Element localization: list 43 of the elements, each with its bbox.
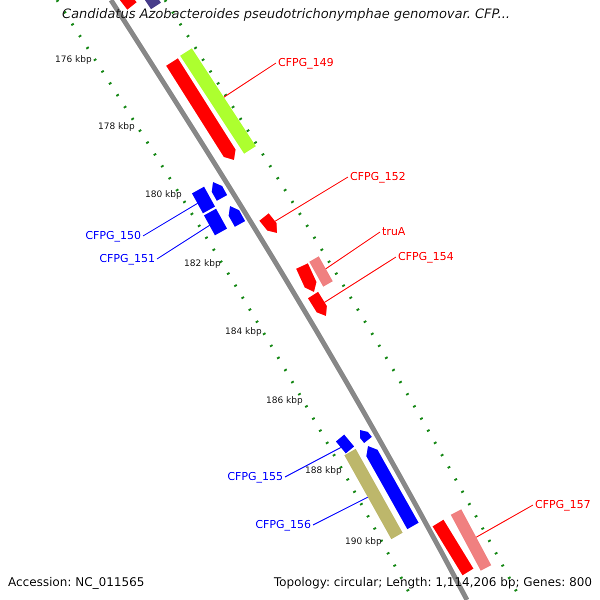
gene-label: CFPG_151 [99, 252, 155, 266]
gene-feature [296, 263, 316, 292]
gene-feature [204, 208, 228, 236]
gene-feature [180, 48, 256, 154]
leader-line [274, 176, 348, 222]
gene-label: CFPG_149 [278, 56, 334, 70]
gene-label: CFPG_152 [350, 170, 406, 184]
gene-label: CFPG_154 [398, 250, 454, 264]
scale-label: 182 kbp [184, 258, 221, 271]
gene-label: CFPG_156 [255, 518, 311, 532]
gene-label: CFPG_157 [535, 498, 591, 512]
scale-label: 180 kbp [145, 189, 182, 202]
gene-feature [432, 520, 474, 576]
leader-line [312, 496, 368, 526]
gene-feature [336, 434, 354, 454]
gene-feature [308, 292, 327, 316]
scale-label: 184 kbp [225, 326, 262, 339]
gene-feature [360, 430, 372, 444]
gene-feature [450, 509, 492, 571]
gene-label: CFPG_150 [85, 229, 141, 243]
gene-feature [166, 58, 236, 160]
gene-label: CFPG_155 [227, 470, 283, 484]
leader-line [476, 504, 534, 538]
gene-label: truA [382, 225, 406, 239]
leader-line [142, 202, 198, 236]
leader-line [156, 224, 210, 260]
leader-line [325, 232, 380, 270]
scale-label: 176 kbp [55, 54, 92, 67]
gene-feature [212, 182, 228, 201]
footer-text: Accession: NC_011565 [8, 575, 144, 589]
scale-label: 188 kbp [305, 465, 342, 478]
gene-feature [259, 213, 277, 233]
leader-line [223, 62, 276, 98]
gene-feature [366, 446, 419, 530]
scale-label: 186 kbp [266, 395, 303, 408]
leader-line [324, 256, 396, 303]
scale-label: 178 kbp [98, 121, 135, 134]
leader-line [284, 447, 342, 478]
footer-text: Topology: circular; Length: 1,114,206 bp; Genes: 800 [274, 575, 592, 589]
scale-label: 190 kbp [345, 536, 382, 549]
gene-feature [309, 256, 333, 287]
gene-feature [228, 206, 246, 227]
map-title: Candidatus Azobacteroides pseudotrichonymphae genomovar. CFP... [62, 8, 510, 22]
